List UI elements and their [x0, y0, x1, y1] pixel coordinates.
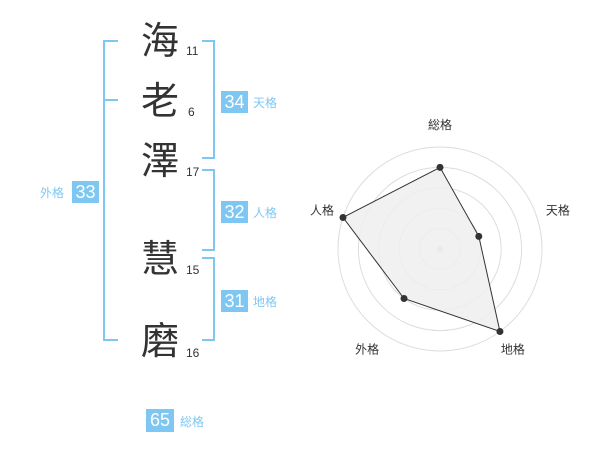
- stroke-count-3: 17: [186, 165, 200, 179]
- stroke-count-1: 11: [186, 44, 199, 58]
- gaikaku-bracket: [103, 40, 118, 341]
- name-char-2: 老: [141, 79, 180, 123]
- name-char-1: 海: [141, 19, 180, 63]
- jinkaku-label: 人格: [253, 206, 278, 220]
- radar-point-1: [436, 163, 444, 171]
- tenkaku-bracket: [202, 40, 215, 159]
- gaikaku-label: 外格: [40, 186, 65, 200]
- radar-point-2: [475, 232, 483, 240]
- radar-axis-label-1: 総格: [428, 117, 452, 132]
- soukaku-value: 65: [146, 409, 174, 432]
- gaikaku-value: 33: [72, 181, 99, 203]
- radar-axis-label-3: 地格: [501, 341, 525, 356]
- radar-grid-ring-5: [337, 146, 543, 352]
- radar-axis-label-2: 天格: [546, 203, 570, 218]
- radar-series-polygon: [342, 166, 501, 333]
- stroke-count-4: 15: [186, 263, 200, 277]
- name-char-4: 慧: [141, 237, 180, 281]
- soukaku-label: 総格: [180, 415, 205, 429]
- radar-point-4: [400, 295, 408, 303]
- chikaku-label: 地格: [253, 295, 278, 309]
- stroke-count-2: 6: [188, 105, 195, 119]
- chikaku-bracket: [202, 257, 215, 341]
- radar-point-3: [496, 328, 504, 336]
- radar-point-5: [339, 213, 347, 221]
- radar-axis-label-5: 人格: [310, 203, 334, 218]
- jinkaku-value: 32: [221, 201, 248, 223]
- jinkaku-bracket: [202, 169, 215, 251]
- tenkaku-value: 34: [221, 91, 248, 113]
- stroke-count-5: 16: [186, 346, 200, 360]
- tenkaku-label: 天格: [253, 96, 278, 110]
- radar-axis-label-4: 外格: [355, 341, 379, 356]
- chikaku-value: 31: [221, 290, 248, 312]
- name-char-5: 磨: [141, 319, 180, 363]
- name-char-3: 澤: [141, 139, 180, 183]
